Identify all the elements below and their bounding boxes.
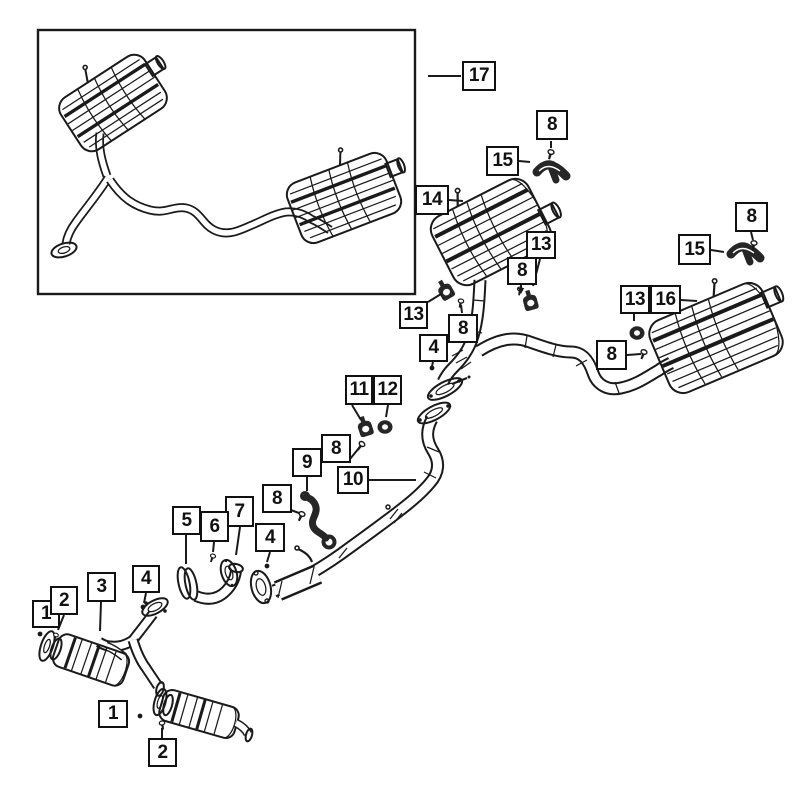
callout-14[interactable]: 14 [415, 185, 449, 215]
callout-13a[interactable]: 13 [526, 231, 556, 259]
callout-11[interactable]: 11 [345, 375, 373, 405]
callout-13c[interactable]: 13 [399, 301, 428, 329]
gasket-7 [219, 558, 239, 588]
callout-12[interactable]: 12 [373, 375, 402, 405]
callout-7[interactable]: 7 [225, 496, 254, 527]
bolt-8-top [545, 148, 556, 161]
inset-pipes [50, 132, 333, 259]
isolator-12 [377, 420, 393, 434]
flange-upper-4 [426, 375, 471, 401]
callout-8f[interactable]: 8 [321, 434, 351, 463]
callout-13b[interactable]: 13 [620, 285, 650, 314]
clamp-13-right [520, 288, 540, 312]
callout-8a[interactable]: 8 [536, 110, 568, 140]
callout-2a[interactable]: 2 [50, 586, 78, 615]
catalytic-converter-left [38, 630, 131, 687]
callout-8e[interactable]: 8 [596, 340, 627, 370]
crossover-s-pipe [475, 332, 674, 396]
callout-15b[interactable]: 15 [678, 234, 711, 265]
inset-muffler-left [58, 53, 168, 153]
hanger-bracket-9 [300, 491, 337, 550]
callout-2b[interactable]: 2 [148, 738, 177, 767]
muffler-14-inlet-pipe [437, 279, 487, 385]
callout-6[interactable]: 6 [200, 511, 229, 542]
callout-17[interactable]: 17 [462, 61, 496, 91]
leader-lines [57, 75, 754, 738]
callout-4a[interactable]: 4 [419, 334, 448, 362]
callout-5[interactable]: 5 [172, 506, 201, 535]
muffler-part-16 [648, 278, 785, 395]
callout-15a[interactable]: 15 [486, 146, 519, 176]
flange-1-lower [152, 687, 168, 717]
bracket-15-left [532, 160, 571, 184]
bolt-6 [207, 552, 217, 564]
isolator-13-right [629, 326, 645, 340]
clamp-11 [355, 414, 375, 438]
callout-1b[interactable]: 1 [98, 700, 128, 728]
callout-8c[interactable]: 8 [735, 202, 768, 232]
catalytic-converter-lower [152, 687, 254, 743]
flange-lower-4 [416, 401, 452, 425]
dot-4-upper [429, 365, 435, 371]
clamp-13-left [433, 277, 457, 302]
dot-1-left [37, 631, 43, 637]
callout-8d[interactable]: 8 [448, 314, 478, 343]
dot-1-lower [137, 713, 143, 719]
callout-4c[interactable]: 4 [132, 565, 160, 593]
y-pipe-front [95, 597, 169, 697]
bracket-15-right [726, 242, 765, 266]
dot-4-front [264, 563, 270, 569]
callout-4b[interactable]: 4 [255, 523, 285, 552]
callout-10[interactable]: 10 [337, 466, 369, 494]
elbow-pipe-5 [176, 562, 244, 605]
inset-muffler-right [285, 147, 406, 245]
gasket-2-left [49, 637, 63, 661]
callout-8g[interactable]: 8 [262, 484, 292, 513]
mid-pipe-10 [249, 415, 444, 605]
flange-1-left [38, 630, 56, 662]
callout-9[interactable]: 9 [292, 448, 322, 477]
complete-assembly-inset [36, 28, 417, 296]
callout-3[interactable]: 3 [87, 572, 116, 602]
inset-border [36, 28, 417, 296]
callout-8b[interactable]: 8 [507, 257, 537, 285]
dot-4-ypipe [140, 604, 146, 610]
callout-16[interactable]: 16 [650, 285, 681, 314]
